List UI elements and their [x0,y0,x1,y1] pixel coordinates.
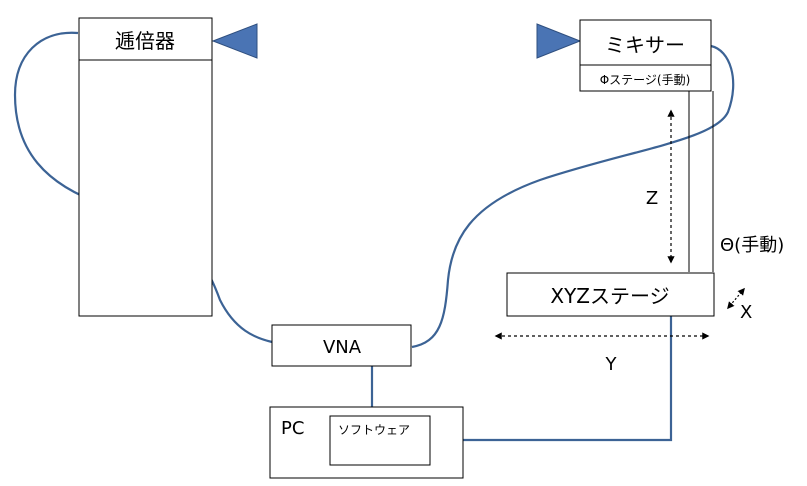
phi-stage-box [579,64,712,92]
mixer-box [579,19,712,66]
phi-stage-label: Φステージ(手動) [600,73,691,87]
xyz-stage-box [506,272,715,317]
cable-stage-pc [430,316,673,442]
xyz-stage-label: XYZステージ [550,284,669,308]
y-axis-label: Y [605,354,618,375]
software-label: ソフトウェア [338,423,410,437]
multiplier-label: 逓倍器 [115,29,175,53]
multiplier-box [78,17,213,317]
multiplier-horn-icon [211,23,258,59]
cable-mixer-vna [411,44,735,349]
x-axis-arrow [727,287,745,310]
mixer-label: ミキサー [605,33,685,57]
software-box [329,415,431,466]
x-axis-label: X [740,302,752,323]
mixer-horn-icon [536,23,582,59]
z-axis-label: Z [646,188,658,209]
vna-label: VNA [323,337,362,358]
pc-label: PC [281,418,304,439]
vna-box [271,324,412,367]
theta-label: Θ(手動) [720,235,784,256]
